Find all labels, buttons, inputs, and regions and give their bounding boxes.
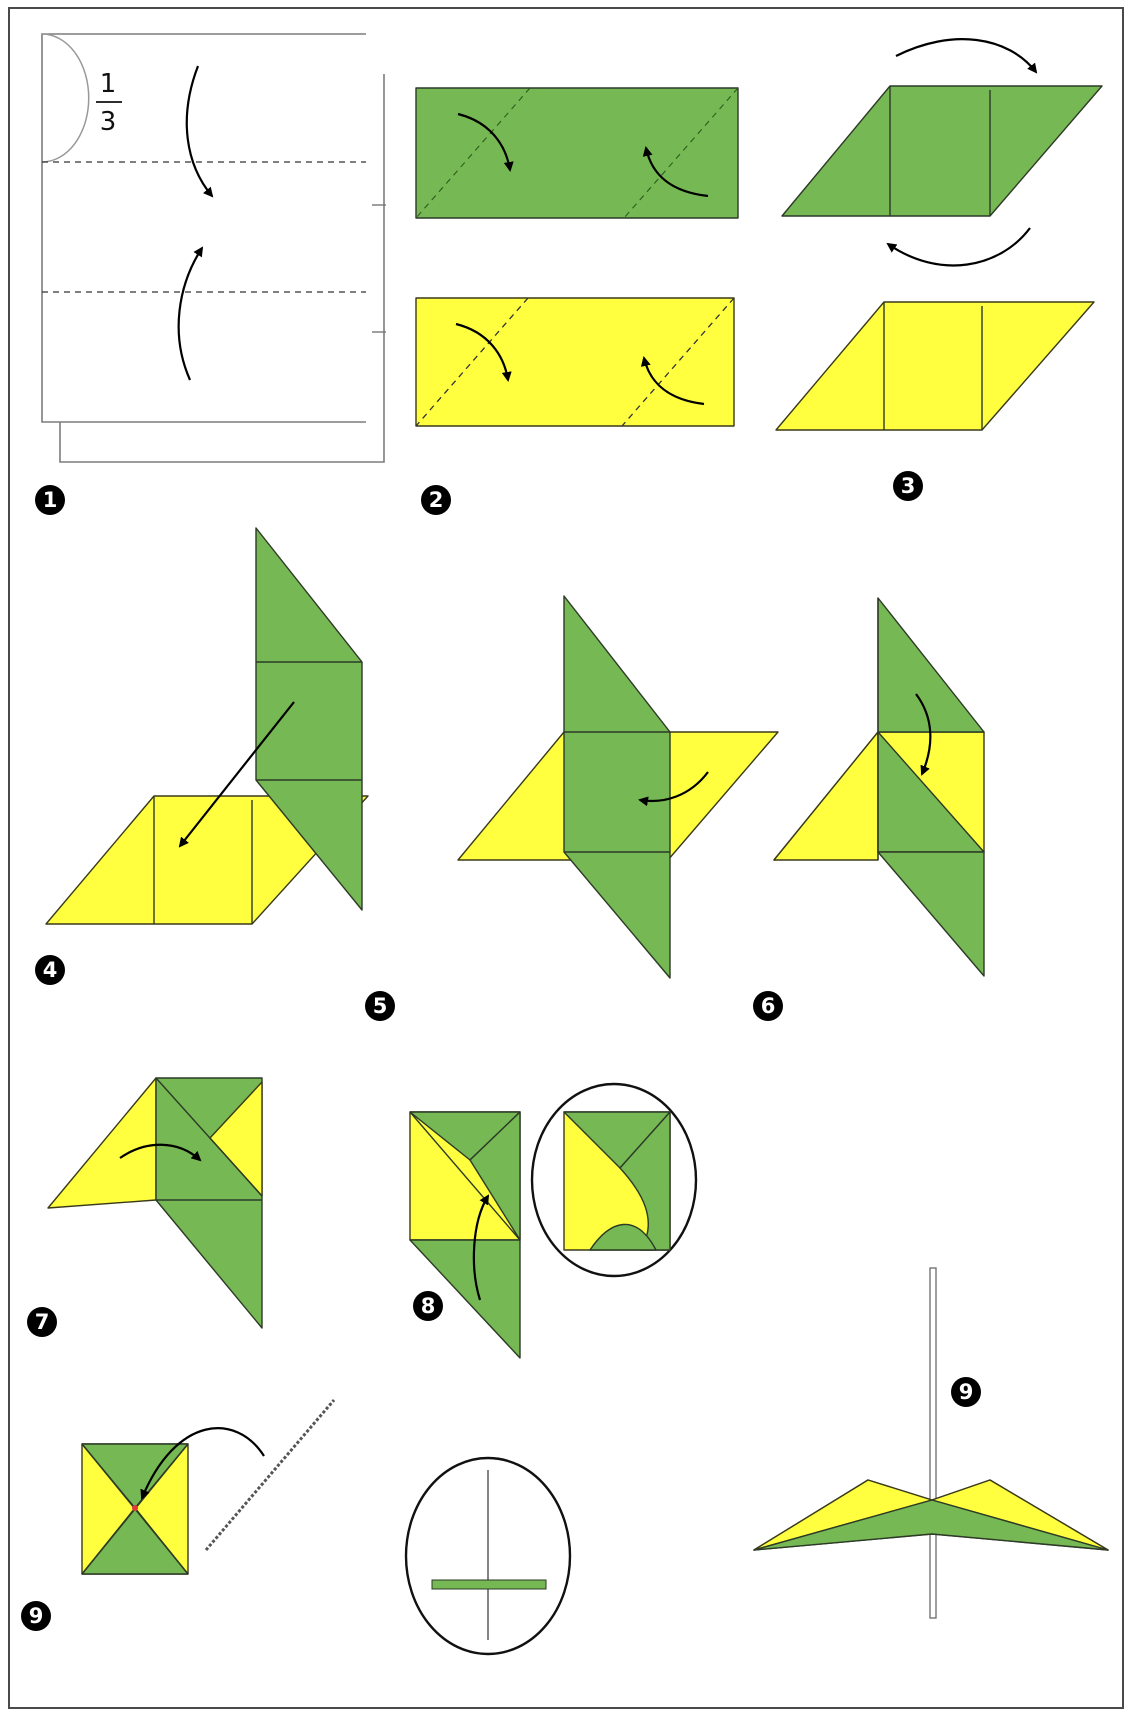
green-flap: [409, 1239, 521, 1359]
svg-text:3: 3: [901, 474, 916, 498]
svg-text:6: 6: [761, 994, 776, 1018]
step-badge-9a: 9: [21, 1601, 51, 1631]
step-badge-6: 6: [753, 991, 783, 1021]
svg-text:9: 9: [959, 1380, 974, 1404]
green-unit: [563, 595, 671, 979]
step-badge-7: 7: [27, 1307, 57, 1337]
fold-arrow: [638, 771, 709, 807]
yellow-parallelogram: [775, 301, 1095, 431]
step-badge-2: 2: [421, 485, 451, 515]
flip-arrow-bottom: [886, 227, 1031, 267]
fold-up-arrow: [177, 246, 204, 381]
svg-text:8: 8: [421, 1294, 436, 1318]
step-badge-8: 8: [413, 1291, 443, 1321]
fraction-numerator: 1: [100, 69, 117, 99]
insert-arrow: [140, 1427, 265, 1500]
fold-edge: [409, 1111, 521, 1241]
outer-frame: [8, 7, 1124, 1709]
step-badge-5: 5: [365, 991, 395, 1021]
step-badge-1: 1: [35, 485, 65, 515]
step-5-diagram: [457, 595, 779, 979]
step-badge-3: 3: [893, 471, 923, 501]
step-3-diagram: [775, 38, 1103, 431]
tuck-arrow: [472, 1194, 490, 1301]
paper-sheet-front: [41, 33, 366, 423]
diagonal-fold-right: [623, 87, 739, 219]
insert-arrow: [178, 701, 295, 848]
detail-green-curl: [589, 1223, 657, 1251]
fold-down-arrow: [185, 65, 214, 198]
fold-arrow-left: [457, 112, 514, 172]
toothpick-stick: [929, 1267, 937, 1619]
step-4-diagram: [45, 527, 369, 925]
paper-sheet-back: [59, 74, 385, 463]
detail-circle: [530, 1082, 698, 1278]
svg-text:9: 9: [29, 1604, 44, 1628]
step-8-diagram: [409, 1082, 698, 1359]
toothpick-stick: [204, 1399, 336, 1551]
flip-arrow-top: [895, 38, 1038, 74]
diagonal-fold-left: [415, 87, 531, 219]
fraction-denominator: 3: [100, 107, 117, 137]
measure-arc: [41, 33, 90, 163]
step-badge-9b: 9: [951, 1377, 981, 1407]
step-1-diagram: 1 3: [41, 33, 386, 463]
fold-edge: [155, 1077, 263, 1197]
svg-text:7: 7: [35, 1310, 50, 1334]
green-strip: [415, 87, 739, 219]
green-unit: [255, 527, 363, 911]
yellow-strip: [415, 297, 735, 427]
green-right-triangle: [469, 1111, 521, 1241]
yellow-wing: [773, 731, 879, 861]
tuck-arrow: [119, 1143, 202, 1162]
green-top: [877, 597, 985, 733]
step-9a-diagram: [81, 1399, 336, 1575]
fold-arrow-right: [640, 356, 705, 406]
svg-text:4: 4: [43, 958, 58, 982]
side-view-detail: [404, 1456, 572, 1656]
pinwheel-side: [431, 1579, 547, 1590]
fold-arrow: [915, 693, 932, 776]
green-parallelogram: [781, 85, 1103, 217]
fold-arrow-left: [455, 322, 512, 382]
svg-text:2: 2: [429, 488, 444, 512]
svg-text:5: 5: [373, 994, 388, 1018]
step-9b-diagram: [753, 1267, 1109, 1619]
top-green-front: [753, 1499, 1109, 1551]
step-7-diagram: [47, 1077, 263, 1329]
step-6-diagram: [773, 597, 985, 977]
detail-circle: [404, 1456, 572, 1656]
fold-arrow-right: [642, 146, 709, 198]
svg-text:1: 1: [43, 488, 58, 512]
yellow-wing: [47, 1077, 157, 1209]
step-badge-4: 4: [35, 955, 65, 985]
green-bottom: [877, 851, 985, 977]
step-2-diagram: [415, 87, 739, 427]
center-point: [132, 1505, 138, 1511]
